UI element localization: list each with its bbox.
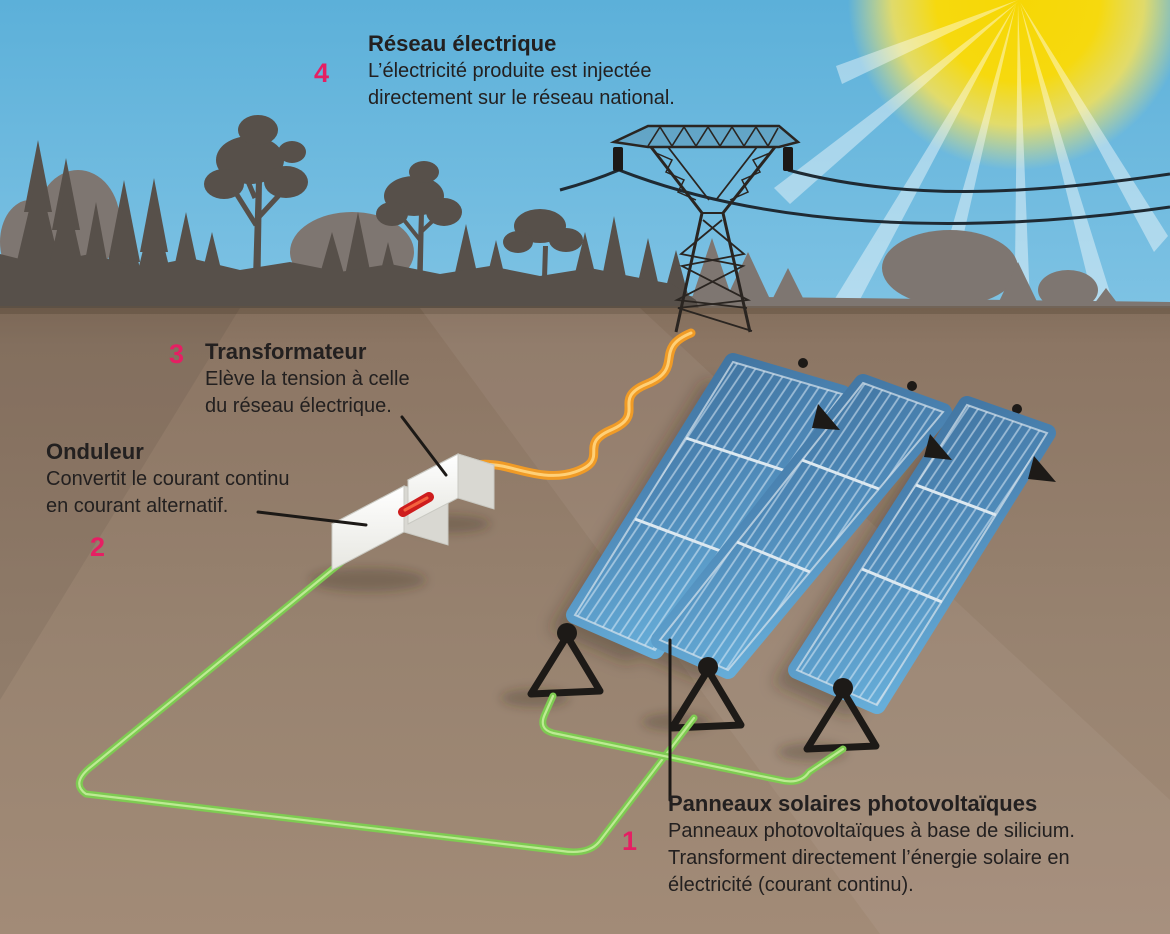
step-text: L’électricité produite est injectée (368, 60, 652, 82)
step-title-2: Onduleur (46, 439, 144, 464)
power-lines (559, 168, 1170, 225)
step-number-2: 2 (90, 532, 106, 562)
pointer-lines (256, 415, 672, 802)
panel-rear-stands (798, 358, 1022, 414)
label-onduleur: 2 Onduleur Convertit le courant continu … (46, 438, 326, 562)
step-text: Transforment directement l’énergie solai… (668, 847, 1070, 869)
insulator-left (613, 147, 623, 171)
step-title-1: Panneaux solaires photovoltaïques (668, 791, 1038, 816)
step-number-3: 3 (169, 339, 185, 369)
solar-panel-1 (566, 353, 851, 659)
step-text: Convertit le courant continu (46, 468, 290, 490)
step-title-4: Réseau électrique (368, 31, 557, 56)
transmission-tower-icon (609, 124, 801, 333)
step-text: du réseau électrique. (205, 395, 392, 417)
label-transformateur: 3 Transformateur Elève la tension à cell… (169, 338, 465, 420)
pointer-transformer (400, 415, 448, 477)
step-text: directement sur le réseau national. (368, 87, 675, 109)
step-number-4: 4 (314, 58, 330, 88)
step-title-3: Transformateur (205, 339, 367, 364)
solar-panel-2 (651, 374, 952, 679)
red-connector (398, 492, 434, 517)
trees-front-silhouette (0, 115, 700, 312)
label-reseau-electrique: 4 Réseau électrique L’électricité produi… (314, 30, 718, 112)
step-text: en courant alternatif. (46, 495, 229, 517)
pointer-inverter (256, 510, 368, 527)
dc-cables (75, 556, 847, 856)
solar-panel-3 (788, 396, 1056, 714)
step-text: Elève la tension à celle (205, 368, 410, 390)
panel-rear-stand-legs (812, 404, 1056, 482)
ac-cable (458, 328, 696, 480)
step-text: Panneaux photovoltaïques à base de silic… (668, 820, 1075, 842)
label-panneaux-solaires: 1 Panneaux solaires photovoltaïques Pann… (622, 790, 1148, 899)
insulator-right (783, 147, 793, 171)
step-text: électricité (courant continu). (668, 874, 914, 896)
step-number-1: 1 (622, 826, 638, 856)
